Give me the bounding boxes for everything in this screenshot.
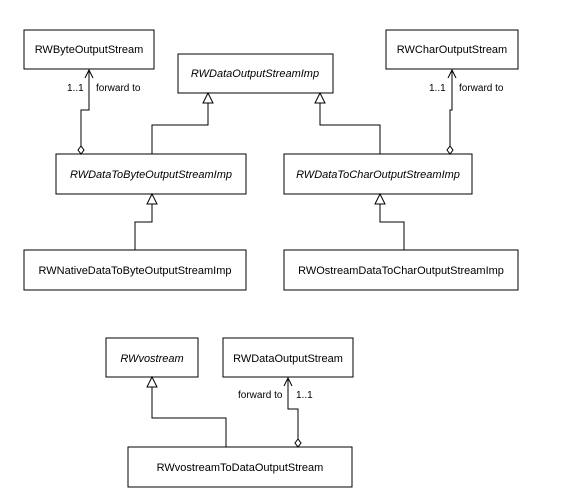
association-data-forward: forward to 1..1 — [238, 376, 313, 448]
generalization-ostream-to-char — [374, 192, 405, 250]
role-label: forward to — [238, 390, 283, 401]
class-rw-data-to-byte-output-stream-imp[interactable]: RWDataToByteOutputStreamImp — [55, 153, 247, 195]
multiplicity-label: 1..1 — [429, 83, 446, 94]
class-name: RWCharOutputStream — [397, 44, 507, 56]
class-rw-data-to-char-output-stream-imp[interactable]: RWDataToCharOutputStreamImp — [283, 153, 473, 195]
class-rw-byte-output-stream[interactable]: RWByteOutputStream — [23, 29, 155, 70]
class-name: RWNativeDataToByteOutputStreamImp — [39, 265, 232, 277]
class-rw-data-output-stream[interactable]: RWDataOutputStream — [222, 337, 354, 378]
generalization-vostream-to-data — [146, 375, 227, 447]
multiplicity-label: 1..1 — [67, 83, 84, 94]
class-rw-native-data-to-byte-output-stream-imp[interactable]: RWNativeDataToByteOutputStreamImp — [23, 249, 247, 291]
class-name: RWDataOutputStreamImp — [191, 68, 319, 80]
role-label: forward to — [459, 83, 504, 94]
class-name: RWvostream — [120, 353, 183, 365]
multiplicity-label: 1..1 — [296, 390, 313, 401]
class-name: RWvostreamToDataOutputStream — [157, 462, 324, 474]
class-name: RWDataOutputStream — [233, 353, 343, 365]
association-byte-forward: 1..1 forward to — [67, 68, 141, 155]
generalization-byte-to-imp — [151, 91, 214, 154]
class-rw-vostream-to-data-output-stream[interactable]: RWvostreamToDataOutputStream — [127, 446, 353, 488]
association-char-forward: 1..1 forward to — [429, 68, 504, 155]
class-rw-data-output-stream-imp[interactable]: RWDataOutputStreamImp — [177, 53, 334, 94]
class-rw-ostream-data-to-char-output-stream-imp[interactable]: RWOstreamDataToCharOutputStreamImp — [283, 249, 519, 291]
class-rw-char-output-stream[interactable]: RWCharOutputStream — [385, 29, 519, 70]
role-label: forward to — [96, 83, 141, 94]
class-name: RWByteOutputStream — [35, 44, 144, 56]
class-name: RWDataToCharOutputStreamImp — [296, 169, 460, 181]
class-rw-vostream[interactable]: RWvostream — [105, 337, 199, 378]
generalization-native-to-byte — [134, 192, 158, 250]
generalization-char-to-imp — [314, 91, 381, 154]
class-name: RWDataToByteOutputStreamImp — [70, 169, 232, 181]
class-name: RWOstreamDataToCharOutputStreamImp — [298, 265, 504, 277]
